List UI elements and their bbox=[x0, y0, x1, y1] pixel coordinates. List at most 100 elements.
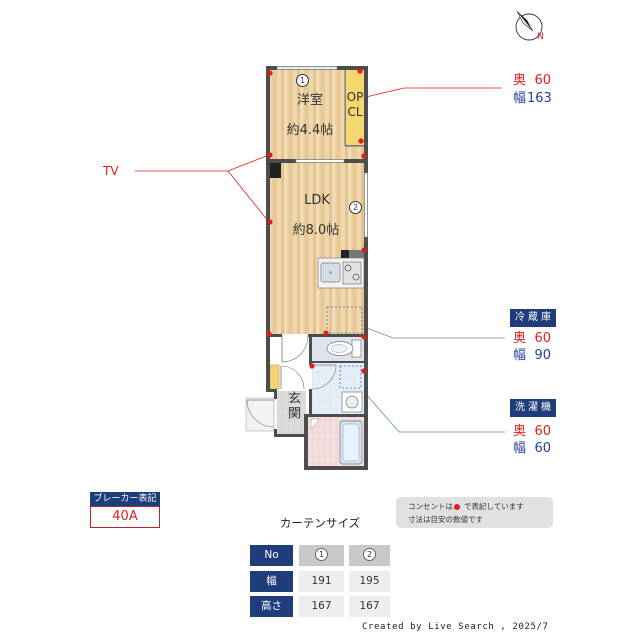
outlet-marker bbox=[267, 152, 273, 158]
wall-ldk-bottom-right bbox=[308, 334, 364, 337]
compass-needle-light bbox=[516, 10, 534, 32]
ldk-floor bbox=[270, 163, 364, 334]
legend-note-line1-before: コンセントは bbox=[408, 502, 453, 511]
closet-bottom-line bbox=[345, 145, 364, 147]
outlet-marker bbox=[358, 138, 364, 144]
wall-entrance-left-upper bbox=[274, 389, 277, 399]
legend-note-line1: コンセントは で表記しています bbox=[408, 502, 524, 512]
refrigerator-width-value: 90 bbox=[534, 348, 551, 363]
sliding-door-western-ldk bbox=[295, 159, 345, 163]
wall-entrance-left-lower bbox=[274, 429, 277, 437]
ldk-size: 約8.0帖 bbox=[292, 223, 340, 238]
bathroom-corner bbox=[310, 418, 320, 430]
credit-line: Created by Live Search , 2025/7 bbox=[362, 622, 549, 632]
curtain-row-value: 191 bbox=[299, 571, 344, 592]
curtain-row-value: 167 bbox=[349, 596, 390, 617]
toilet-bowl-inner bbox=[330, 344, 348, 353]
refrigerator-title: 冷蔵庫 bbox=[510, 309, 556, 327]
washing-machine-depth-label: 奥 bbox=[513, 424, 527, 439]
closet-depth: 奥 60 bbox=[513, 73, 551, 88]
closet-depth-label: 奥 bbox=[513, 73, 527, 88]
ldk-pillar bbox=[270, 163, 281, 178]
wall-entrance-bottom bbox=[274, 434, 308, 437]
washing-machine-title: 洗濯機 bbox=[510, 399, 556, 417]
curtain-row-value: 167 bbox=[299, 596, 344, 617]
outlet-markers bbox=[266, 68, 367, 374]
legend-note: コンセントは で表記しています 寸法は目安の数値です bbox=[396, 497, 553, 528]
outlet-marker bbox=[361, 247, 367, 253]
curtain-size-title: カーテンサイズ bbox=[279, 516, 361, 530]
stove bbox=[342, 261, 362, 285]
ldk-name: LDK bbox=[304, 193, 330, 208]
breaker-label: ブレーカー表記 bbox=[90, 492, 160, 506]
western-room-floor bbox=[270, 70, 345, 160]
sink-drain bbox=[329, 271, 332, 274]
breaker-value: 40A bbox=[90, 506, 160, 528]
fixtures bbox=[270, 163, 365, 465]
refrigerator-leader-line bbox=[345, 319, 505, 339]
doors bbox=[246, 335, 337, 428]
curtain-window-number-2: 2 bbox=[363, 547, 376, 561]
closet-width-value: 163 bbox=[527, 91, 552, 106]
stove-burner bbox=[344, 264, 352, 272]
wall-hall-wet-lower bbox=[309, 389, 312, 416]
stove-burner bbox=[352, 273, 360, 281]
refrigerator-depth-value: 60 bbox=[534, 331, 551, 346]
windows bbox=[276, 66, 368, 238]
wall-ldk-bottom-left bbox=[270, 334, 282, 337]
entrance-porch bbox=[245, 397, 275, 432]
kitchen-pillar bbox=[341, 250, 349, 258]
closet-label-line2: CL bbox=[347, 105, 363, 119]
closet-label-line1: OP bbox=[346, 90, 364, 104]
outlet-marker bbox=[361, 153, 367, 159]
closet-threshold-floor bbox=[345, 146, 364, 160]
tv-label: TV bbox=[103, 164, 119, 178]
washer-leader-line bbox=[350, 376, 505, 433]
outlet-marker bbox=[309, 363, 315, 369]
tv-leader-line-lower bbox=[227, 170, 270, 223]
compass-icon: N bbox=[515, 10, 544, 42]
door-washroom-swing bbox=[311, 364, 337, 390]
outlet-marker bbox=[323, 330, 329, 336]
closet-door-line bbox=[344, 70, 346, 146]
wall-bath-left bbox=[304, 414, 308, 470]
closet-leader-line bbox=[365, 87, 502, 98]
washing-machine-width-label: 幅 bbox=[513, 441, 527, 456]
curtain-row-label: 幅 bbox=[250, 571, 293, 592]
wall-bath-bottom bbox=[304, 466, 368, 470]
entrance-floor bbox=[277, 391, 306, 435]
outlet-legend-icon bbox=[454, 503, 460, 510]
legend-note-line1-after: で表記しています bbox=[464, 502, 524, 511]
outlet-marker bbox=[267, 219, 273, 225]
door-entrance-swing bbox=[246, 399, 275, 428]
closet-width-label: 幅 bbox=[513, 91, 527, 106]
compass-north-label: N bbox=[537, 32, 544, 42]
bathtub-inner bbox=[342, 423, 360, 462]
refrigerator-space bbox=[326, 306, 363, 334]
western-room-size: 約4.4帖 bbox=[286, 123, 334, 138]
curtain-header-col-2: 2 bbox=[349, 545, 390, 566]
refrigerator-width-label: 幅 bbox=[513, 348, 527, 363]
outlet-marker bbox=[361, 334, 367, 340]
wall-hall-bottom bbox=[266, 389, 277, 392]
curtain-row-value: 195 bbox=[349, 571, 390, 592]
wall-right bbox=[364, 66, 368, 470]
washing-machine-width-value: 60 bbox=[534, 441, 551, 456]
door-hall-swing bbox=[280, 365, 305, 390]
closet-depth-value: 60 bbox=[534, 73, 551, 88]
outlet-marker bbox=[267, 70, 273, 76]
window-marker-1: 1 bbox=[296, 74, 309, 87]
curtain-header-col-1: 1 bbox=[299, 545, 344, 566]
legend-note-line2: 寸法は目安の数値です bbox=[408, 515, 483, 524]
wall-toilet-washroom bbox=[312, 361, 364, 363]
closet-width: 幅163 bbox=[513, 91, 552, 106]
outlet-marker bbox=[357, 68, 363, 74]
door-ldk-swing bbox=[281, 335, 309, 363]
wall-left bbox=[266, 66, 270, 392]
refrigerator-width: 幅 90 bbox=[513, 348, 551, 363]
washing-machine-space bbox=[339, 365, 362, 389]
